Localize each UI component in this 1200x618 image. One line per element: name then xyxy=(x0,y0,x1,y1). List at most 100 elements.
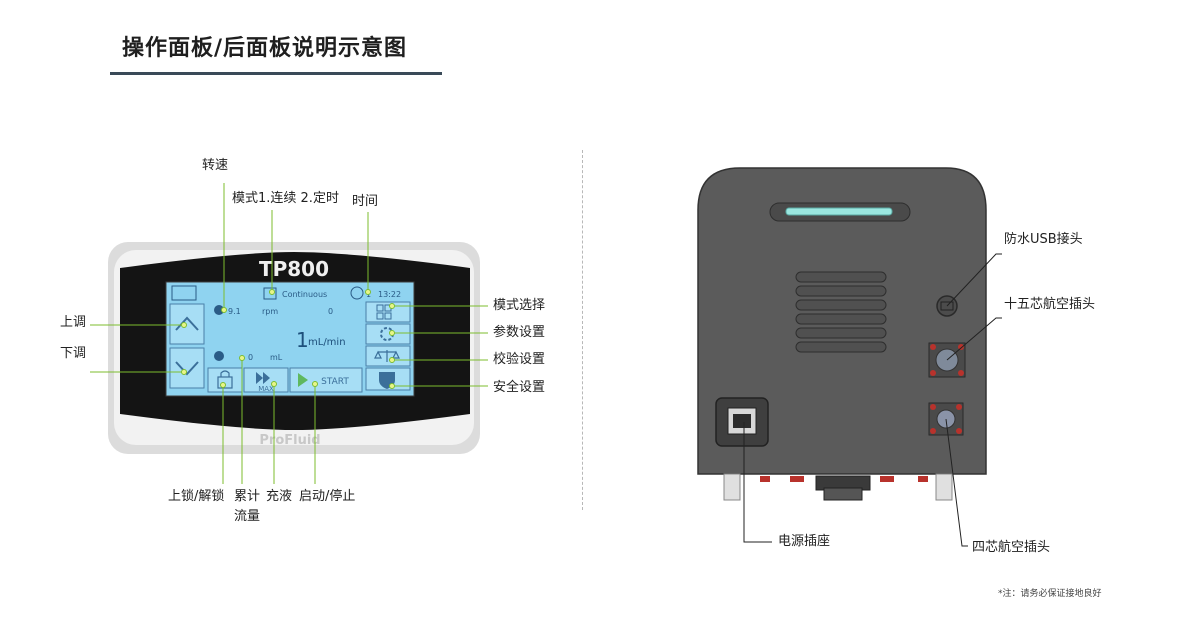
screw xyxy=(930,370,936,376)
speed-icon xyxy=(214,305,224,315)
calibration-button[interactable] xyxy=(365,345,411,367)
usb-icon xyxy=(940,301,954,311)
dot-down xyxy=(181,369,187,375)
dot-start xyxy=(312,381,318,387)
lcd-time-value2: 13:22 xyxy=(378,290,401,299)
section-divider xyxy=(582,150,583,510)
label-down: 下调 xyxy=(60,346,87,361)
fifteen-pin-screws xyxy=(930,344,964,376)
dot-safety xyxy=(389,383,395,389)
dot-mode xyxy=(269,289,275,295)
page-title: 操作面板/后面板说明示意图 xyxy=(122,36,408,61)
screw xyxy=(956,428,962,434)
label-param-settings: 参数设置 xyxy=(493,325,546,340)
front-leader-dots xyxy=(181,289,395,389)
dot-time xyxy=(365,289,371,295)
bottom-clip xyxy=(880,476,894,482)
scale-icon xyxy=(374,350,400,362)
handle-bar xyxy=(785,207,893,216)
lcd-flow-unit: mL/min xyxy=(308,337,346,348)
bottom-clip xyxy=(760,476,770,482)
dot-up xyxy=(181,322,187,328)
four-pin-screws xyxy=(930,404,962,434)
vent-slot-6 xyxy=(795,341,887,353)
mode-grid-icon-c xyxy=(376,312,384,320)
foot-right xyxy=(935,473,953,501)
brand-logo: ProFluid xyxy=(259,433,320,448)
dot-calibration xyxy=(389,357,395,363)
mode-grid-icon xyxy=(263,287,277,300)
vent-slot-3 xyxy=(795,299,887,311)
bottom-clip xyxy=(918,476,928,482)
model-label: TP800 xyxy=(259,257,329,281)
footnote: *注：请务必保证接地良好 xyxy=(998,589,1102,599)
clock-icon xyxy=(350,286,364,300)
label-calibration: 校验设置 xyxy=(493,352,546,367)
lcd-flow-value: 1 xyxy=(296,328,309,352)
dot-param xyxy=(389,330,395,336)
screw xyxy=(930,428,936,434)
label-up: 上调 xyxy=(60,315,87,330)
leader-power xyxy=(743,422,772,543)
vent-slot-5 xyxy=(795,327,887,339)
label-prime: 充液 xyxy=(266,489,293,504)
start-label: START xyxy=(321,377,349,387)
label-start-stop: 启动/停止 xyxy=(299,489,356,504)
label-speed: 转速 xyxy=(202,158,229,173)
screw xyxy=(930,404,936,410)
lcd-speed-aux: 0 xyxy=(328,307,333,316)
label-cumulative-1: 累计 xyxy=(234,489,261,504)
dot-speed xyxy=(221,307,227,313)
play-icon xyxy=(298,373,308,387)
fast-forward-icon xyxy=(256,372,270,384)
foot-left xyxy=(723,473,741,501)
leader-fifteen-pin xyxy=(946,317,1002,361)
bottom-hub-base xyxy=(823,487,863,501)
user-icon xyxy=(171,285,197,301)
label-mode: 模式1.连续 2.定时 xyxy=(232,191,339,206)
vent-slot-2 xyxy=(795,285,887,297)
lcd-speed-value: 9.1 xyxy=(228,307,241,316)
param-settings-button[interactable] xyxy=(365,323,411,345)
up-button[interactable] xyxy=(169,303,205,345)
rear-leader-lines xyxy=(743,253,1002,547)
vent-slot-4 xyxy=(795,313,887,325)
label-lock: 上锁/解锁 xyxy=(168,489,225,504)
label-usb: 防水USB接头 xyxy=(1004,232,1083,247)
vent-grille xyxy=(795,271,887,353)
screw xyxy=(958,344,964,350)
label-fifteen-pin: 十五芯航空插头 xyxy=(1004,297,1096,312)
chevron-up-icon xyxy=(175,316,199,331)
label-safety: 安全设置 xyxy=(493,380,546,395)
dot-mode-select xyxy=(389,303,395,309)
dot-lock xyxy=(220,382,226,388)
lcd-speed-unit: rpm xyxy=(262,307,278,316)
title-underline xyxy=(110,72,442,75)
label-cumulative-2: 流量 xyxy=(234,509,261,524)
label-four-pin: 四芯航空插头 xyxy=(972,540,1051,555)
leader-usb xyxy=(946,253,1002,307)
mode-grid-icon-a xyxy=(376,304,384,312)
front-leader-lines xyxy=(90,183,488,484)
prime-label: MAX xyxy=(258,385,274,393)
dot-volume xyxy=(239,355,245,361)
lock-icon xyxy=(217,376,233,389)
mode-grid-icon-d xyxy=(384,312,392,320)
dot-prime xyxy=(271,381,277,387)
down-button[interactable] xyxy=(169,347,205,389)
rear-panel xyxy=(697,167,1002,547)
label-power: 电源插座 xyxy=(778,534,831,549)
lcd-mode-text: Continuous xyxy=(282,290,327,299)
volume-icon xyxy=(214,351,224,361)
lcd-volume-unit: mL xyxy=(270,353,283,362)
label-mode-select: 模式选择 xyxy=(493,298,546,313)
screw xyxy=(930,344,936,350)
leader-four-pin xyxy=(945,418,968,547)
power-socket-pins xyxy=(733,414,751,428)
chevron-down-icon xyxy=(175,361,199,376)
lock-shackle xyxy=(220,370,230,377)
front-panel: TP800 ProFluid Continuous 1 13:22 9.1 rp… xyxy=(90,183,488,484)
vent-slot-1 xyxy=(795,271,887,283)
label-time: 时间 xyxy=(352,194,379,209)
